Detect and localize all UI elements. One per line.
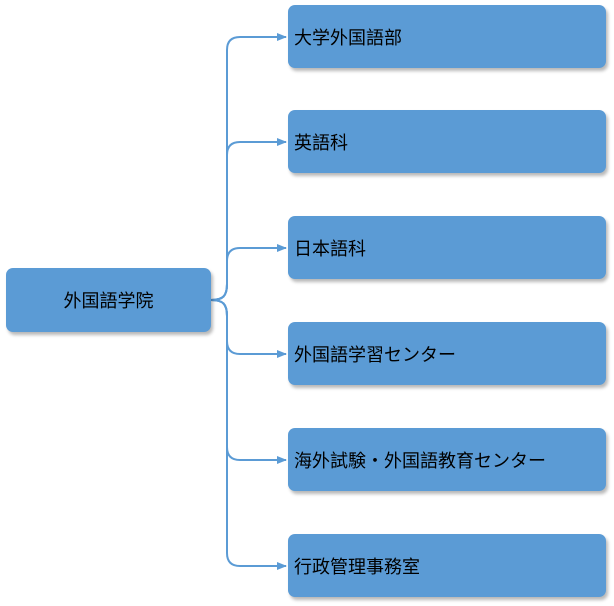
child-node-label: 大学外国語部 [294, 27, 402, 49]
connector-to-child-5 [210, 299, 287, 464]
child-node-label: 外国語学習センター [294, 344, 456, 366]
child-node-label: 英語科 [294, 132, 348, 154]
child-node-2: 英語科 [288, 110, 606, 173]
connector-to-child-1 [210, 33, 287, 301]
connector-to-child-4 [210, 299, 287, 358]
child-node-label: 日本語科 [294, 238, 366, 260]
child-node-label: 行政管理事務室 [294, 556, 420, 578]
root-node: 外国語学院 [6, 268, 211, 332]
root-node-label: 外国語学院 [63, 291, 154, 312]
connector-to-child-2 [210, 138, 287, 301]
child-node-6: 行政管理事務室 [288, 534, 606, 597]
child-node-4: 外国語学習センター [288, 322, 606, 385]
child-node-1: 大学外国語部 [288, 5, 606, 68]
connector-to-child-3 [210, 244, 287, 301]
child-node-5: 海外試験・外国語教育センター [288, 428, 606, 491]
child-node-label: 海外試験・外国語教育センター [294, 450, 546, 472]
child-node-3: 日本語科 [288, 216, 606, 279]
connector-to-child-6 [210, 299, 287, 570]
